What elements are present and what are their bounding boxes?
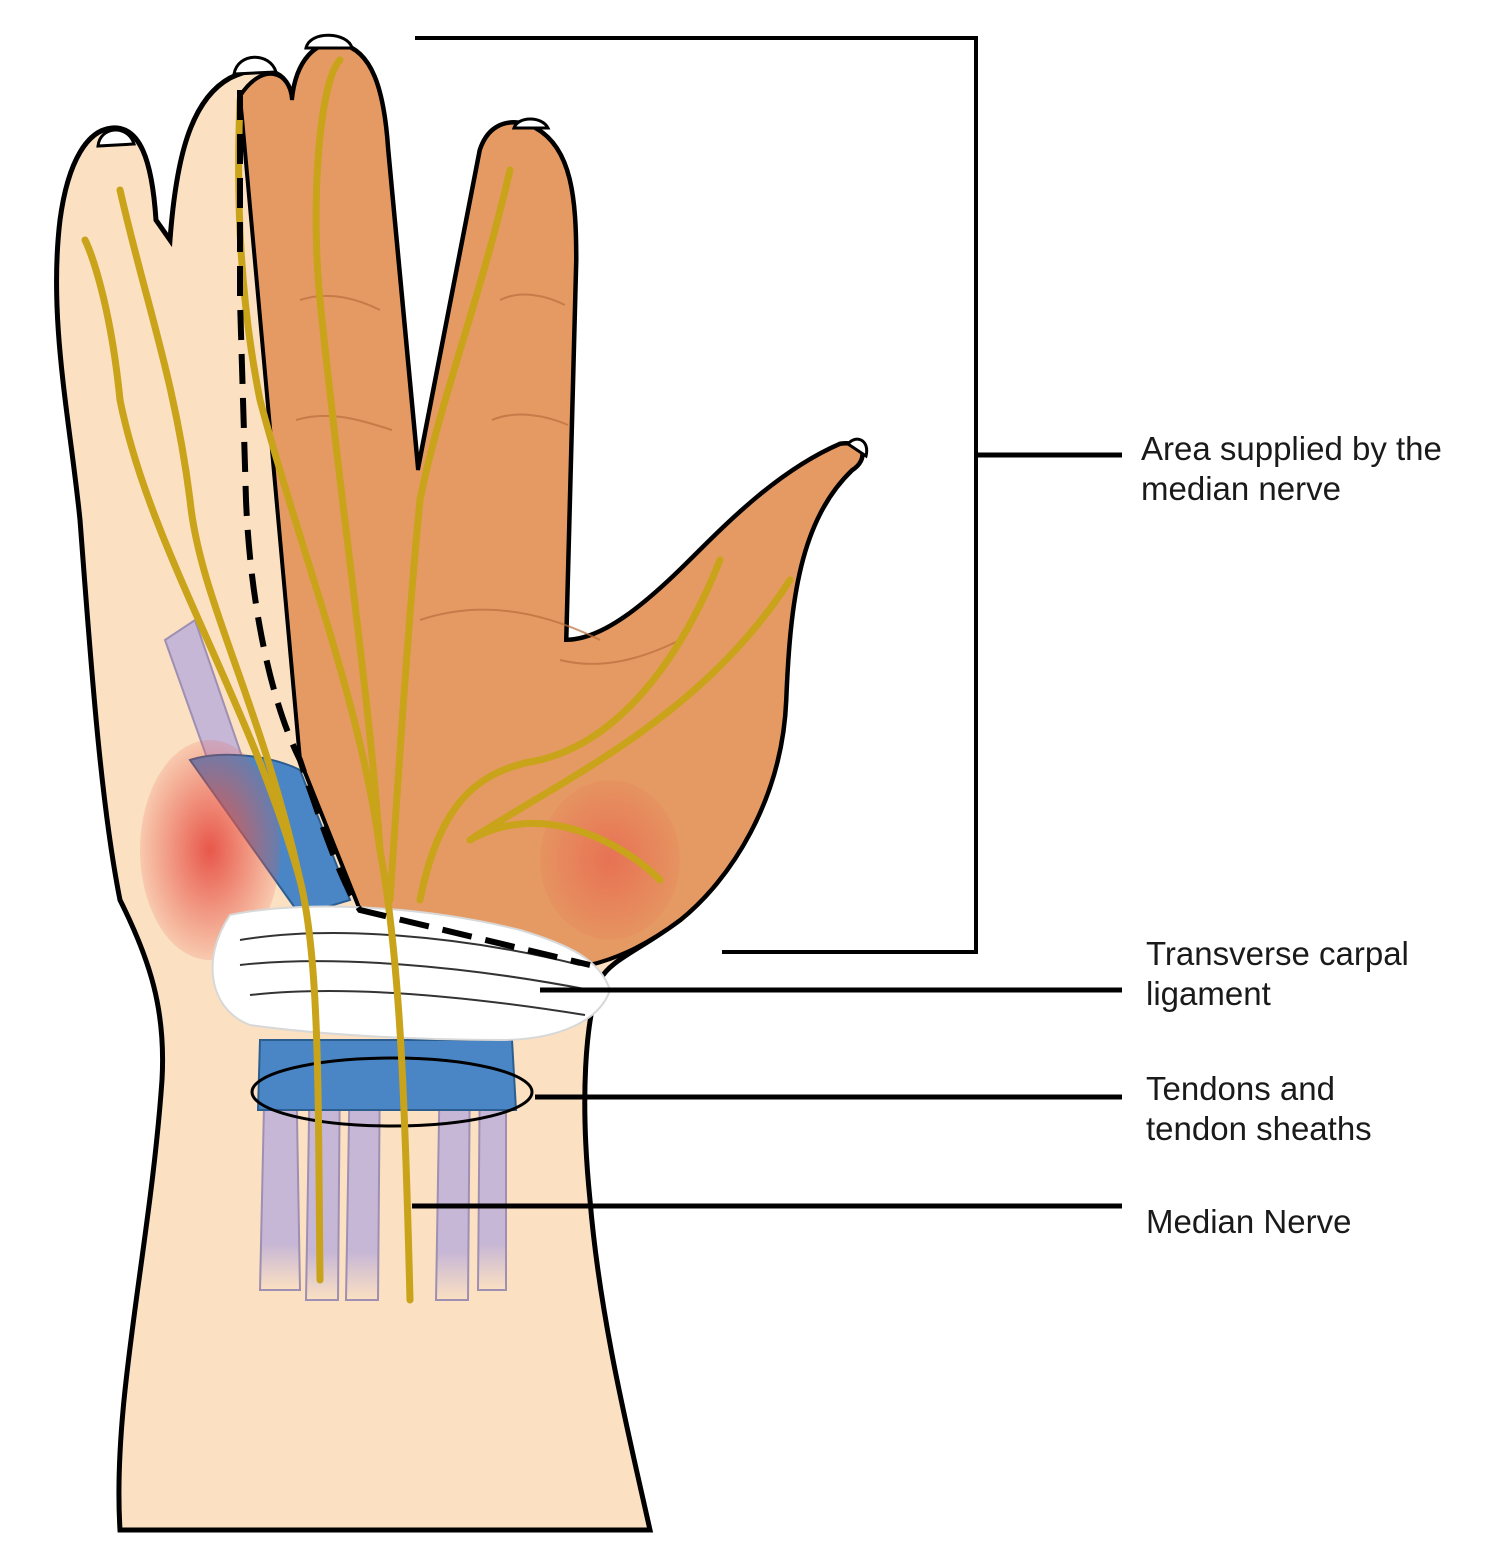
label-area-line2: median nerve — [1141, 469, 1442, 509]
label-tcl-line1: Transverse carpal — [1146, 934, 1409, 974]
label-transverse-carpal-ligament: Transverse carpal ligament — [1146, 934, 1409, 1014]
label-median-nerve: Median Nerve — [1146, 1202, 1351, 1242]
label-nerve-text: Median Nerve — [1146, 1202, 1351, 1242]
label-area-line1: Area supplied by the — [1141, 429, 1442, 469]
label-tendons-line2: tendon sheaths — [1146, 1109, 1372, 1149]
thenar-muscle — [540, 780, 680, 940]
label-tcl-line2: ligament — [1146, 974, 1409, 1014]
label-tendons: Tendons and tendon sheaths — [1146, 1069, 1372, 1149]
label-tendons-line1: Tendons and — [1146, 1069, 1372, 1109]
label-area-supplied: Area supplied by the median nerve — [1141, 429, 1442, 509]
